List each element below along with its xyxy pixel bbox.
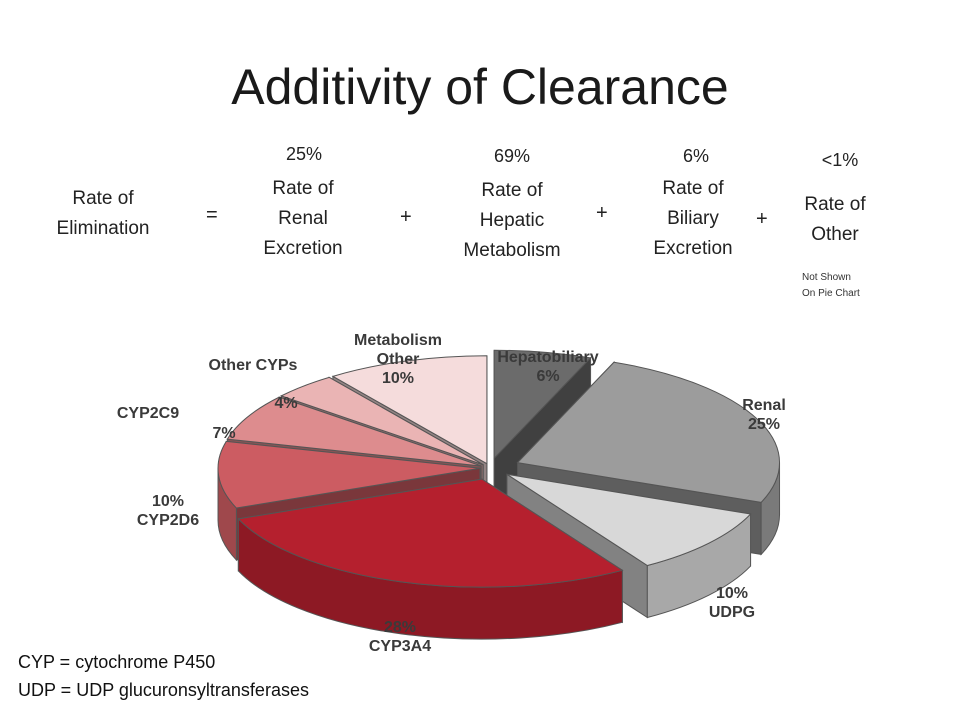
biliary-line-1: Rate of [662, 178, 724, 199]
pie-label-udpg: 10%UDPG [709, 585, 755, 621]
pie-slice-renal [516, 361, 780, 503]
pie-label-other-cyps-percent: 4% [274, 395, 297, 412]
pie-slice-udpg [506, 473, 752, 567]
pie-slice-hepatobiliary [493, 349, 592, 460]
pie-slice-other-cyps [279, 376, 484, 466]
plus-sign-1: + [400, 206, 412, 228]
biliary-term: Rate of Biliary Excretion [630, 174, 756, 264]
pie-slice-cyp2d6 [217, 440, 481, 509]
not-shown-note: Not Shown On Pie Chart [802, 270, 860, 302]
renal-line-2: Renal [278, 208, 328, 229]
pie-label-cyp3a4: 28%CYP3A4 [369, 619, 431, 655]
renal-line-1: Rate of [272, 178, 334, 199]
pie-label-cyp2c9-percent: 7% [212, 425, 235, 442]
biliary-percent: 6% [682, 146, 709, 166]
pie-top-faces [217, 349, 780, 588]
pie-label-other-cyps: Other CYPs [209, 357, 298, 374]
equals-sign: = [206, 204, 218, 226]
hepatic-line-3: Metabolism [463, 240, 561, 261]
other-percent: <1% [821, 150, 859, 170]
pie-label-cyp2d6: 10%CYP2D6 [137, 493, 199, 529]
lhs-label: Rate of Elimination [38, 184, 168, 244]
renal-line-3: Excretion [263, 238, 343, 259]
slide-title: Additivity of Clearance [231, 59, 729, 115]
plus-sign-3: + [756, 208, 768, 230]
legend-cyp: CYP = cytochrome P450 [18, 652, 216, 672]
renal-term: Rate of Renal Excretion [240, 174, 366, 264]
pie-slice-cyp2c9 [226, 396, 482, 467]
note-line-1: Not Shown [802, 272, 851, 283]
hepatic-line-2: Hepatic [479, 210, 545, 231]
biliary-line-2: Biliary [667, 208, 719, 229]
lhs-line-1: Rate of [72, 188, 134, 209]
plus-sign-2: + [596, 202, 608, 224]
biliary-line-3: Excretion [653, 238, 733, 259]
hepatic-line-1: Rate of [481, 180, 543, 201]
other-line-1: Rate of [804, 194, 866, 215]
lhs-line-2: Elimination [56, 218, 150, 239]
legend-udp: UDP = UDP glucuronsyltransferases [18, 680, 309, 700]
pie-slice-metabolism-other [331, 355, 488, 465]
hepatic-term: Rate of Hepatic Metabolism [440, 176, 584, 266]
note-line-2: On Pie Chart [802, 288, 860, 299]
hepatic-percent: 69% [493, 146, 531, 166]
abbreviation-legend: CYP = cytochrome P450 UDP = UDP glucuron… [18, 648, 309, 704]
renal-percent: 25% [285, 144, 323, 164]
pie-label-cyp2c9: CYP2C9 [117, 405, 179, 422]
other-line-2: Other [811, 224, 859, 245]
pie-slice-cyp3a4 [237, 478, 624, 588]
other-term: Rate of Other [780, 190, 890, 250]
